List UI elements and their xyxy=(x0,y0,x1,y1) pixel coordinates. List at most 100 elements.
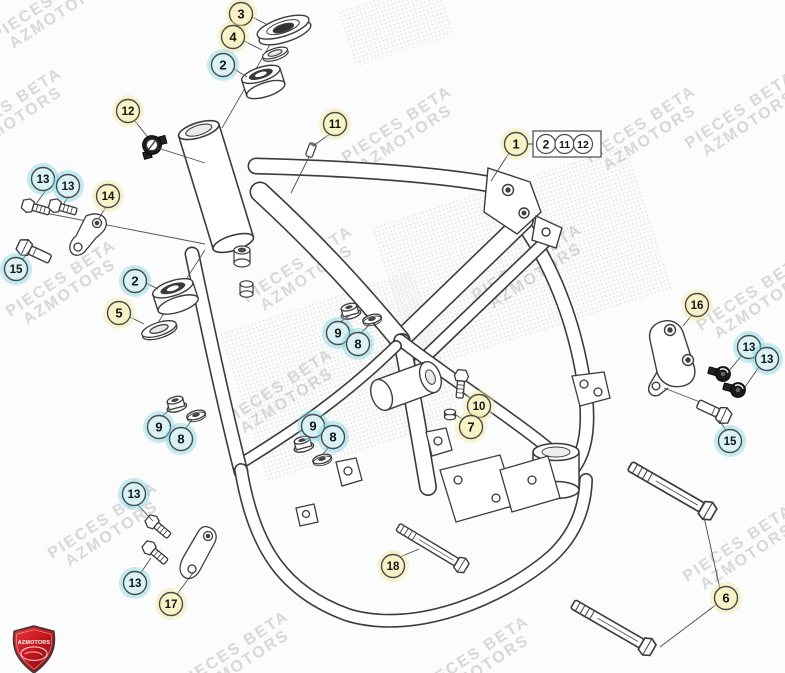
callout-13[interactable]: 13 xyxy=(119,567,151,599)
callout-17[interactable]: 17 xyxy=(155,588,187,620)
callout-9[interactable]: 9 xyxy=(322,317,354,349)
callout-9[interactable]: 9 xyxy=(297,410,329,442)
callout-13[interactable]: 13 xyxy=(118,478,150,510)
callout-circle xyxy=(30,166,56,192)
leader-line xyxy=(312,133,331,147)
callout-number: 13 xyxy=(62,181,75,193)
callout-circle xyxy=(754,346,780,372)
leader-line xyxy=(62,196,69,206)
callout-circle xyxy=(736,334,762,360)
callout-15[interactable]: 15 xyxy=(0,253,32,285)
callout-number: 7 xyxy=(467,420,474,435)
callouts: 3421211113131415259898981071613131513131… xyxy=(0,0,783,620)
callout-8[interactable]: 8 xyxy=(165,423,197,455)
leader-line xyxy=(35,189,47,205)
leader-line xyxy=(251,16,267,25)
leader-line xyxy=(98,206,107,219)
callout-circle xyxy=(122,268,148,294)
callout-number: 18 xyxy=(387,561,400,573)
callout-number: 9 xyxy=(155,420,162,435)
callout-10[interactable]: 10 xyxy=(463,390,495,422)
callout-circle xyxy=(146,414,172,440)
leader-line xyxy=(659,603,718,648)
leader-line xyxy=(290,156,310,194)
callout-circle xyxy=(300,413,326,439)
head-bushes xyxy=(233,245,254,298)
callout-circle xyxy=(121,481,147,507)
callout-2[interactable]: 2 xyxy=(207,49,239,81)
callout-number: 15 xyxy=(724,436,737,448)
callout-4[interactable]: 4 xyxy=(217,21,249,53)
part-bracket-17 xyxy=(179,526,217,580)
callout-number: 13 xyxy=(37,174,50,186)
part-dust-cover xyxy=(256,14,312,46)
frame-tube-fill xyxy=(391,211,533,349)
leader-line xyxy=(461,391,472,399)
callout-circle xyxy=(684,292,710,318)
part-washer-4 xyxy=(261,46,289,62)
leader-line xyxy=(453,413,464,420)
leader-line xyxy=(303,436,311,442)
leader-line xyxy=(137,504,154,522)
leader-line xyxy=(161,408,172,417)
callout-circle xyxy=(106,300,132,326)
callout-12[interactable]: 12 xyxy=(112,95,144,127)
leader-lines xyxy=(21,16,760,648)
callout-number: 11 xyxy=(329,119,342,131)
leader-line xyxy=(360,323,371,334)
callout-2[interactable]: 2 xyxy=(119,265,151,297)
callout-circle xyxy=(220,24,246,50)
callout-circle xyxy=(717,428,743,454)
callout-circle xyxy=(458,414,484,440)
callout-5[interactable]: 5 xyxy=(103,297,135,329)
callout-13[interactable]: 13 xyxy=(751,343,783,375)
rear-mid-plate xyxy=(571,371,611,407)
callout-number: 9 xyxy=(334,326,341,341)
callout-circle xyxy=(228,1,254,27)
callout-circle xyxy=(158,591,184,617)
legend-item-circle[interactable] xyxy=(572,133,594,155)
leader-line xyxy=(718,419,727,431)
callout-3[interactable]: 3 xyxy=(225,0,257,30)
callout-circle xyxy=(210,52,236,78)
leader-line xyxy=(145,282,159,290)
callout-circle xyxy=(322,111,348,137)
callout-number: 13 xyxy=(743,342,756,354)
callout-number: 13 xyxy=(128,489,141,501)
callout-8[interactable]: 8 xyxy=(342,328,374,360)
part-bearing-lower xyxy=(151,277,199,315)
part-seal-5 xyxy=(141,320,178,341)
callout-number: 1 xyxy=(512,137,519,152)
part-clamp-12 xyxy=(142,134,168,160)
leader-line xyxy=(703,516,721,590)
callout-circle xyxy=(466,393,492,419)
frame-tube-fill xyxy=(394,334,436,495)
callout-8[interactable]: 8 xyxy=(317,421,349,453)
callout-number: 14 xyxy=(102,191,115,203)
legend-item-number: 12 xyxy=(577,139,589,151)
callout-6[interactable]: 6 xyxy=(710,582,742,614)
callout-9[interactable]: 9 xyxy=(143,411,175,443)
callout-16[interactable]: 16 xyxy=(681,289,713,321)
callout-15[interactable]: 15 xyxy=(714,425,746,457)
callout-13[interactable]: 13 xyxy=(27,163,59,195)
callout-13[interactable]: 13 xyxy=(52,170,84,202)
frame-tube-fill xyxy=(238,341,401,467)
part-pin-11 xyxy=(305,142,317,158)
callout-number: 4 xyxy=(229,30,237,45)
callout-circle xyxy=(3,256,29,282)
frame-tube-fill xyxy=(186,248,247,478)
callout-number: 16 xyxy=(691,300,704,312)
callout-11[interactable]: 11 xyxy=(319,108,351,140)
callout-14[interactable]: 14 xyxy=(92,180,124,212)
leader-line xyxy=(728,354,743,372)
frame-tube-fill xyxy=(415,237,550,367)
callout-18[interactable]: 18 xyxy=(377,550,409,582)
leader-line xyxy=(21,250,30,261)
callout-circle xyxy=(345,331,371,357)
callout-7[interactable]: 7 xyxy=(455,411,487,443)
callout-circle xyxy=(55,173,81,199)
callout-number: 10 xyxy=(473,401,486,413)
